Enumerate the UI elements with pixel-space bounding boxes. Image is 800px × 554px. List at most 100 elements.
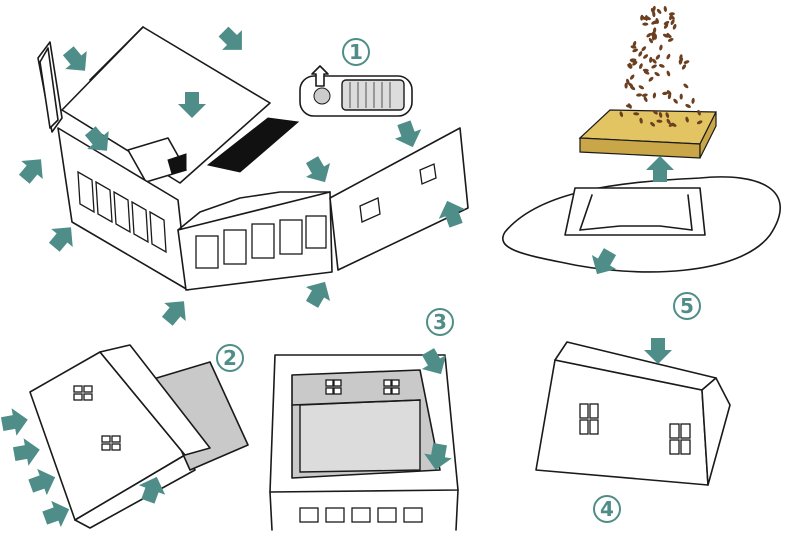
folding-house-step2 xyxy=(29,344,249,529)
seed xyxy=(641,46,647,52)
seed xyxy=(649,56,653,63)
seed xyxy=(691,97,695,104)
arrow-icon xyxy=(644,338,672,364)
seed xyxy=(673,98,678,104)
seed xyxy=(651,34,656,41)
step-labels: 1 2 3 4 5 xyxy=(216,38,701,523)
seed xyxy=(685,104,691,108)
seed xyxy=(666,53,671,60)
arrow-icon xyxy=(57,41,96,80)
arrow-icon xyxy=(584,244,623,282)
left-facade-windows xyxy=(77,170,167,254)
seed xyxy=(672,23,677,30)
seed xyxy=(633,112,640,116)
arrow-icon xyxy=(156,292,195,331)
seed xyxy=(638,85,645,90)
seed xyxy=(663,6,667,12)
seed xyxy=(670,19,675,25)
seed xyxy=(696,120,703,125)
seed xyxy=(652,5,656,12)
seed xyxy=(629,85,636,91)
seed xyxy=(632,61,638,66)
seed xyxy=(666,90,672,96)
seed xyxy=(655,54,661,60)
svg-text:1: 1 xyxy=(349,40,363,64)
seed xyxy=(663,21,670,25)
front-facade-windows xyxy=(195,215,327,269)
seed xyxy=(685,116,689,123)
step4-windows xyxy=(579,403,691,455)
seeds-icon xyxy=(619,5,703,127)
seed xyxy=(668,12,675,16)
closed-box-step4 xyxy=(535,341,731,486)
step-1-label: 1 xyxy=(342,38,370,66)
seed xyxy=(632,41,637,47)
seed xyxy=(650,32,657,36)
svg-text:3: 3 xyxy=(433,310,447,334)
seed xyxy=(697,109,701,116)
seed xyxy=(652,109,658,115)
svg-text:4: 4 xyxy=(600,497,614,521)
arrow-icon xyxy=(11,435,43,468)
water-puddle xyxy=(502,176,781,273)
seed xyxy=(663,23,669,29)
seed xyxy=(658,64,665,68)
seed xyxy=(648,37,653,44)
seed xyxy=(662,91,669,96)
seed xyxy=(643,96,648,102)
seed xyxy=(679,54,683,61)
arrow-icon xyxy=(13,150,52,189)
seed xyxy=(651,58,657,64)
seed xyxy=(626,78,630,85)
seed xyxy=(681,64,687,70)
seed xyxy=(642,22,649,26)
sponge-icon xyxy=(578,109,717,159)
arrow-icon xyxy=(299,274,338,312)
seed xyxy=(629,58,636,62)
seed xyxy=(654,72,660,77)
arrow-icon xyxy=(646,156,674,182)
seed xyxy=(645,16,651,21)
seed xyxy=(651,20,657,25)
seed xyxy=(678,57,684,63)
seed xyxy=(638,51,643,57)
seed xyxy=(652,11,656,18)
seed xyxy=(627,103,632,109)
seed xyxy=(650,121,656,127)
seed xyxy=(652,92,657,99)
seed xyxy=(639,117,643,124)
seed xyxy=(646,32,652,38)
seed xyxy=(651,64,657,69)
seed xyxy=(640,15,646,20)
seed xyxy=(639,63,643,69)
seed xyxy=(683,83,689,89)
box-interior-step3 xyxy=(269,354,459,531)
seed xyxy=(619,111,624,118)
solar-light-icon xyxy=(299,65,413,117)
seed xyxy=(628,62,633,69)
seed xyxy=(624,82,628,89)
step-2-label: 2 xyxy=(216,344,244,372)
seed xyxy=(679,93,683,100)
seed xyxy=(658,111,663,118)
step-3-label: 3 xyxy=(426,308,454,336)
unfolded-house xyxy=(37,26,469,291)
arrow-icon xyxy=(390,117,426,152)
seed xyxy=(659,44,663,51)
arrow-icon xyxy=(213,21,252,60)
seed xyxy=(669,15,675,20)
seed xyxy=(683,60,690,64)
seed xyxy=(665,112,670,118)
step-4-label: 4 xyxy=(593,495,621,523)
seed xyxy=(666,32,671,39)
arrow-icon xyxy=(25,464,60,500)
seed xyxy=(648,76,654,82)
seed xyxy=(666,70,671,77)
seed xyxy=(666,118,671,125)
seed xyxy=(656,119,663,123)
seed xyxy=(636,93,643,97)
svg-text:2: 2 xyxy=(223,346,237,370)
tray xyxy=(564,187,706,236)
seed xyxy=(641,93,648,97)
seed xyxy=(671,122,677,127)
